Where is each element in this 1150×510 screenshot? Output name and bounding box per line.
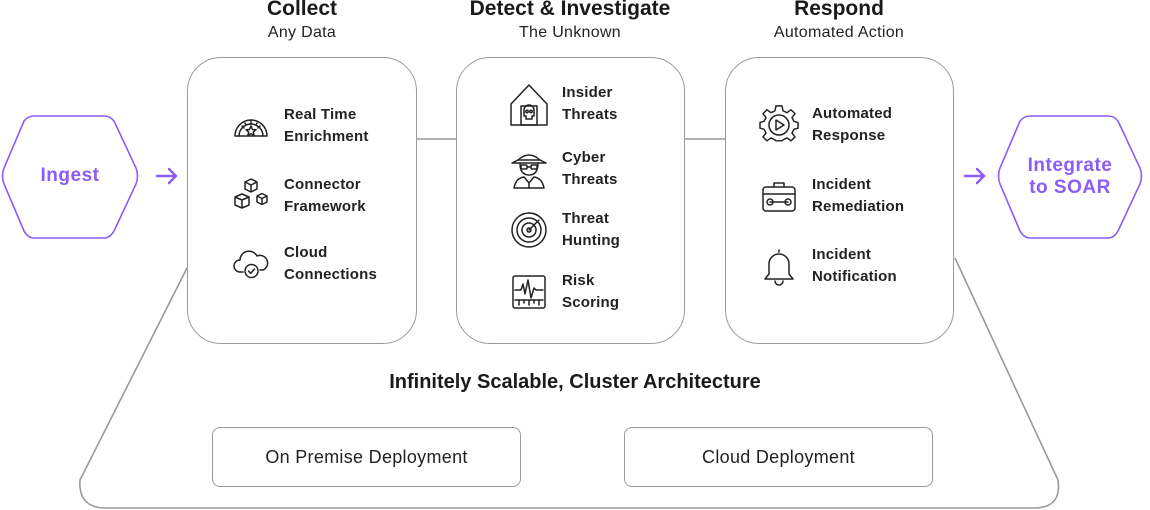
detect-subtitle: The Unknown [518,24,622,41]
platform-outline [79,257,1060,509]
gauge-icon [230,105,272,147]
collect-subtitle: Any Data [267,24,337,41]
cubes-icon [230,175,272,217]
integrate-label-line1: Integrate [1027,155,1113,176]
cloud-deployment-box: Cloud Deployment [624,427,933,487]
architecture-title: Infinitely Scalable, Cluster Architectur… [389,371,761,393]
ingest-hexagon [1,115,139,239]
detect-card [456,57,685,344]
collect-title: Collect [266,0,337,20]
radar-icon [508,209,550,251]
integrate-label: Integrate to SOAR [1004,155,1136,199]
respond-title: Respond [794,0,884,20]
spy-icon [508,148,550,190]
collect-card [187,57,417,344]
gear-play-icon [758,104,800,146]
arrow-respond-to-integrate [963,167,986,185]
cloud-check-icon [230,243,272,285]
integrate-hexagon [997,115,1143,239]
bell-icon [758,245,800,287]
respond-subtitle: Automated Action [773,24,905,41]
integrate-label-line2: to SOAR [1029,177,1111,198]
on-premise-deployment-box: On Premise Deployment [212,427,521,487]
toolbox-icon [758,175,800,217]
ingest-label: Ingest [40,165,100,186]
waveform-icon [508,271,550,313]
house-skull-icon [508,83,550,126]
detect-title: Detect & Investigate [469,0,671,20]
arrow-ingest-to-collect [155,167,178,185]
